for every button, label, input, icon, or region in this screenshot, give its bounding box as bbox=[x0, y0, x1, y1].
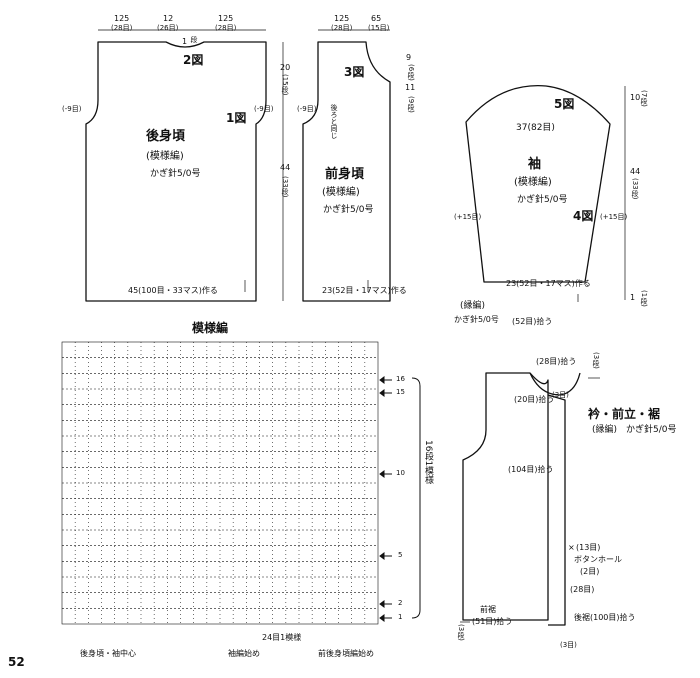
sleeve-cuff-height: 1 bbox=[630, 293, 636, 302]
front-body-hook: かぎ針5/0号 bbox=[323, 205, 374, 215]
back-fig-neck: 2図 bbox=[183, 53, 204, 67]
back-width-left-st: (28目) bbox=[111, 24, 133, 32]
band-bottom-rows: (3段) bbox=[457, 624, 465, 641]
band-buttonhole: ボタンホール bbox=[574, 555, 622, 564]
front-body-outline bbox=[302, 41, 391, 302]
front-width-right-st: (15目) bbox=[368, 24, 390, 32]
front-band-outline bbox=[462, 372, 549, 621]
back-body-title: 後身頃 bbox=[146, 129, 186, 144]
band-inner bbox=[547, 394, 566, 626]
back-width-right: 125 bbox=[218, 14, 234, 23]
sleeve-inc-right: (+15目) bbox=[600, 213, 628, 221]
back-armhole-left: (-9目) bbox=[62, 105, 82, 113]
chart-bracket bbox=[411, 377, 421, 619]
band-corner: (3目) bbox=[552, 391, 569, 399]
sleeve-top-width: 37(82目) bbox=[516, 123, 555, 133]
back-body-pattern: (模様編) bbox=[146, 151, 184, 162]
back-body-hem: 45(100目・33マス)作る bbox=[128, 286, 218, 295]
back-armhole-height: 20 bbox=[280, 63, 291, 72]
bottom-repeat: 24目1模様 bbox=[262, 633, 302, 642]
row-label-1: 1 bbox=[398, 613, 403, 621]
back-neck-depth: 1 bbox=[182, 37, 188, 46]
back-body-height: 44 bbox=[280, 163, 291, 172]
sleeve-cuff-rows: (1段) bbox=[640, 290, 648, 307]
front-body-pattern: (模様編) bbox=[322, 187, 360, 198]
front-body-title: 前身頃 bbox=[325, 167, 365, 182]
sleeve-edging: (縁編) bbox=[460, 301, 486, 311]
sleeve-hook: かぎ針5/0号 bbox=[517, 195, 568, 205]
sleeve-edging-hook: かぎ針5/0号 bbox=[454, 315, 499, 324]
band-neck-pickup: (28目)拾う bbox=[536, 357, 577, 366]
row-arrows bbox=[379, 376, 392, 622]
row-label-5: 5 bbox=[398, 551, 403, 559]
front-width-left: 125 bbox=[334, 14, 350, 23]
back-armhole-right: (-9目) bbox=[254, 105, 274, 113]
band-top-rows: (3段) bbox=[592, 352, 600, 369]
buttonhole-mark: × bbox=[568, 543, 575, 552]
sleeve-fig-cap: 5図 bbox=[554, 97, 575, 111]
back-body-rows: (33段) bbox=[281, 176, 289, 198]
page-number: 52 bbox=[8, 655, 25, 669]
pattern-chart-title: 模様編 bbox=[192, 321, 229, 335]
sleeve-outline bbox=[465, 84, 611, 283]
start-front: 前後身頃編始め bbox=[318, 649, 374, 658]
front-width-right: 65 bbox=[371, 14, 382, 23]
band-title: 衿・前立・裾 bbox=[588, 407, 661, 421]
sleeve-cap-rows: (7段) bbox=[640, 90, 648, 107]
back-body-hook: かぎ針5/0号 bbox=[150, 169, 201, 179]
front-neck-depth-2-rows: (9段) bbox=[407, 96, 415, 113]
front-neck-depth-1: 9 bbox=[406, 53, 412, 62]
sleeve-pattern: (模様編) bbox=[514, 177, 552, 188]
sleeve-hem: 23(52目・17マス)作る bbox=[506, 279, 591, 288]
front-armhole-dec: (-9目) bbox=[297, 105, 317, 113]
front-body-hem: 23(52目・17マス)作る bbox=[322, 286, 407, 295]
front-neck-depth-2: 11 bbox=[405, 83, 416, 92]
sleeve-title: 袖 bbox=[528, 157, 542, 172]
sleeve-pickup: (52目)拾う bbox=[512, 317, 553, 326]
back-width-right-st: (28目) bbox=[215, 24, 237, 32]
sleeve-fig-side: 4図 bbox=[573, 209, 594, 223]
back-width-mid-st: (26目) bbox=[157, 24, 179, 32]
sleeve-inc-left: (+15目) bbox=[454, 213, 482, 221]
row-label-10: 10 bbox=[396, 469, 405, 477]
band-buttonhole-qty: (2目) bbox=[580, 567, 600, 576]
band-neck-side: (20目)拾う bbox=[514, 395, 555, 404]
sleeve-length-rows: (33段) bbox=[631, 178, 639, 200]
front-fig-neck: 3図 bbox=[344, 65, 365, 79]
back-neck-depth-unit: 段 bbox=[190, 36, 198, 43]
repeat-label: 16段1模様 bbox=[423, 440, 433, 485]
row-label-15: 15 bbox=[396, 388, 405, 396]
band-back-hem: 後裾(100目)拾う bbox=[574, 613, 636, 622]
band-front-hem: 前裾 bbox=[480, 605, 496, 614]
band-front-pickup: (104目)拾う bbox=[508, 465, 554, 474]
band-front-hem-pickup: (51目)拾う bbox=[472, 617, 513, 626]
front-same-as-back: 後ろと同じ bbox=[330, 104, 338, 139]
sleeve-cap-height: 10 bbox=[630, 93, 641, 102]
row-label-16: 16 bbox=[396, 375, 405, 383]
start-sleeve: 袖編始め bbox=[228, 649, 260, 658]
row-label-2: 2 bbox=[398, 599, 403, 607]
band-bottom-corner: (3目) bbox=[560, 641, 577, 649]
band-bottom-count: (28目) bbox=[570, 585, 595, 594]
sleeve-length: 44 bbox=[630, 167, 641, 176]
back-width-left: 125 bbox=[114, 14, 130, 23]
pattern-chart-grid bbox=[61, 341, 379, 625]
front-neck-depth-1-rows: (6段) bbox=[407, 64, 415, 81]
band-pattern: (縁編) bbox=[592, 425, 618, 435]
band-buttonhole-count: (13目) bbox=[576, 543, 601, 552]
band-hook: かぎ針5/0号 bbox=[626, 425, 677, 435]
back-fig-armhole: 1図 bbox=[226, 111, 247, 125]
back-width-mid: 12 bbox=[163, 14, 174, 23]
back-body-outline bbox=[85, 41, 267, 302]
front-width-left-st: (28目) bbox=[331, 24, 353, 32]
back-armhole-rows: (15段) bbox=[281, 74, 289, 96]
center-mark: 後身頃・袖中心 bbox=[80, 649, 136, 658]
neck-curve bbox=[529, 372, 581, 396]
